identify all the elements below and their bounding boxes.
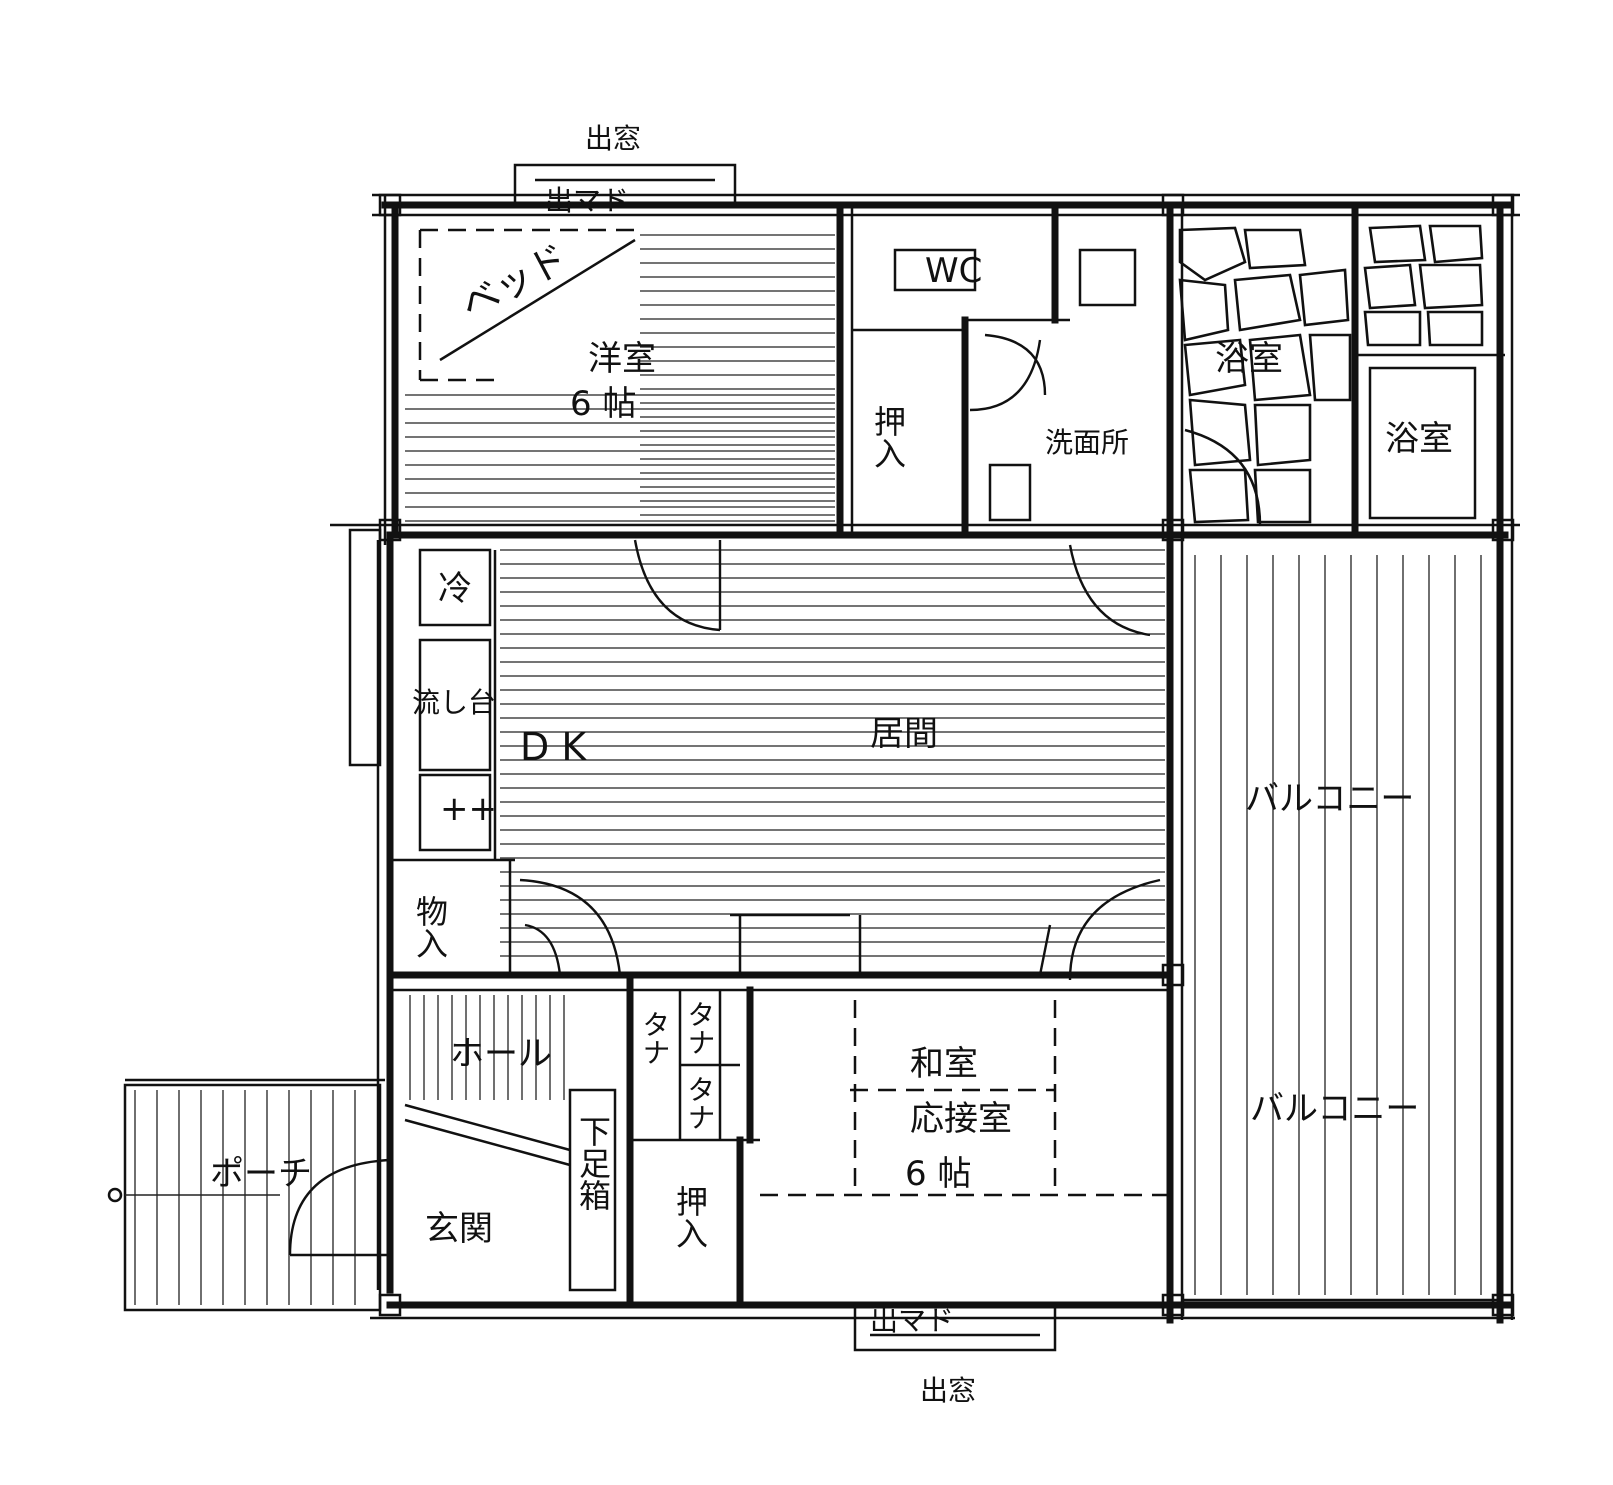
bay-window-bottom-label: 出窓 [920, 1374, 976, 1407]
shelf-3-label: タナ [684, 1075, 717, 1131]
bath-tub-label: 浴室 [1385, 419, 1453, 459]
dk-label: D K [520, 725, 587, 769]
porch-label: ポーチ [210, 1154, 312, 1194]
living-label: 居間 [870, 714, 938, 754]
balcony-upper-label: バルコニー [1245, 779, 1414, 819]
bay-window-bottom-inner-label: 出マド [870, 1304, 954, 1337]
hall-label: ホール [450, 1034, 552, 1074]
sink-label: 流し台 [412, 686, 496, 719]
japanese-room-size: 6 帖 [905, 1154, 971, 1194]
shoe-box-label: 下足箱 [574, 1115, 612, 1211]
closet-japanese-label: 押入 [671, 1185, 709, 1249]
western-room-size: 6 帖 [570, 384, 636, 424]
shelf-2-label: タナ [684, 1000, 717, 1056]
western-room-label: 洋室 [588, 339, 656, 379]
bath-stone-pattern [1178, 224, 1484, 526]
bay-window-top-label: 出窓 [585, 122, 641, 155]
washroom-label: 洗面所 [1045, 426, 1129, 459]
bay-window-top-inner-label: 出マド [545, 184, 629, 217]
entrance-label: 玄関 [425, 1209, 493, 1249]
balcony-lower-label: バルコニー [1250, 1089, 1419, 1129]
stove-label: ++ [440, 789, 497, 829]
floor-hatching [134, 234, 1482, 1305]
storage-label: 物入 [411, 895, 449, 959]
doors [107, 333, 1161, 1257]
closet-western-label: 押入 [869, 405, 907, 469]
shelf-1-label: タナ [639, 1010, 672, 1066]
bath-stone-label: 浴室 [1215, 339, 1283, 379]
fridge-label: 冷 [438, 569, 472, 609]
japanese-room-label: 和室 [910, 1044, 978, 1084]
reception-room-label: 応接室 [910, 1099, 1012, 1139]
wc-label: WC [925, 251, 982, 291]
